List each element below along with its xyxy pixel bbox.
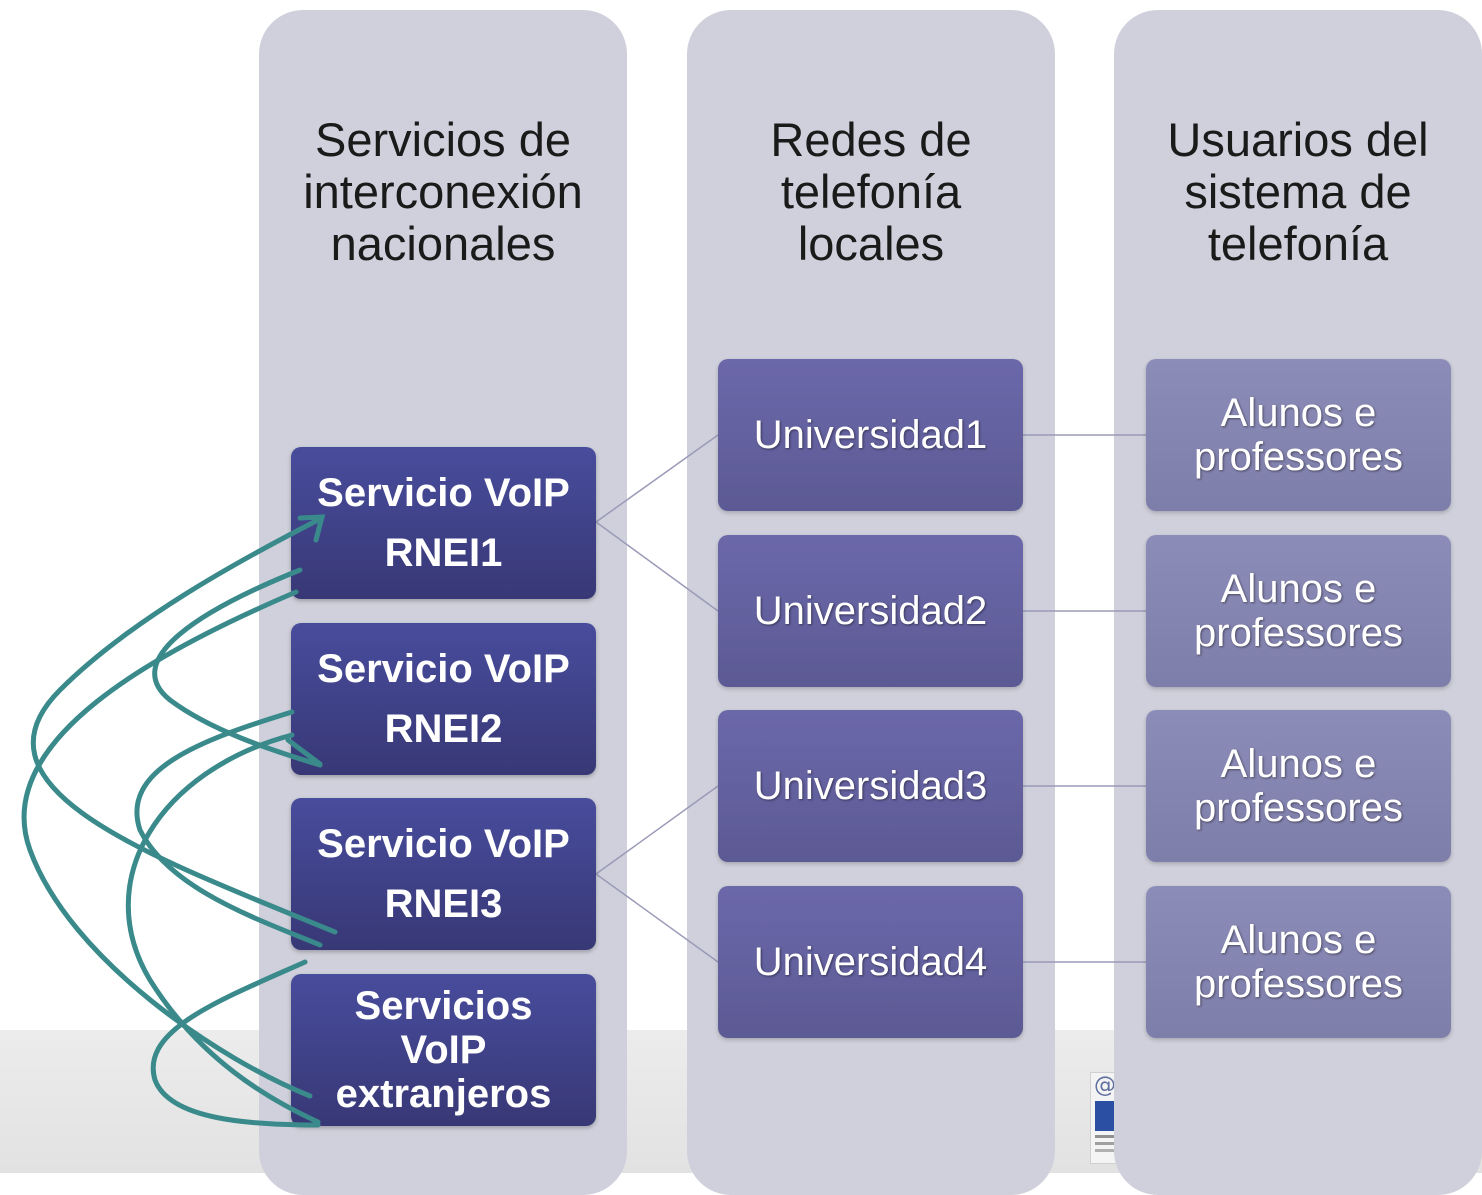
arrowhead-rnei1	[297, 514, 326, 543]
connector-rnei1-uni1	[595, 434, 719, 523]
network-box-universidad2: Universidad2	[718, 535, 1023, 687]
users-box-2: Alunos e professores	[1146, 535, 1451, 687]
connector-rnei1-uni2	[595, 521, 719, 612]
arrow-rnei3-to-rnei1	[30, 517, 338, 935]
logo-text-lines	[1095, 1135, 1121, 1138]
users-box-1: Alunos e professores	[1146, 359, 1451, 511]
arrow-foreign-loop	[150, 959, 321, 1128]
connector-rnei3-uni4	[595, 873, 719, 963]
column-title: Redes de telefonía locales	[770, 113, 972, 270]
arrow-rnei1-to-rnei2	[152, 567, 323, 768]
arrow-rnei1-to-foreign	[21, 589, 313, 1099]
arrow-foreign-to-rnei2	[125, 732, 321, 1125]
network-box-universidad4: Universidad4	[718, 886, 1023, 1038]
service-box-rnei3: Servicio VoIP RNEI3	[291, 798, 596, 950]
at-icon: @	[1094, 1073, 1116, 1098]
service-box-foreign: Servicios VoIP extranjeros	[291, 974, 596, 1126]
users-box-4: Alunos e professores	[1146, 886, 1451, 1038]
column-title: Servicios de interconexión nacionales	[303, 113, 583, 270]
arrow-rnei2-to-rnei3	[134, 709, 323, 948]
users-box-3: Alunos e professores	[1146, 710, 1451, 862]
service-box-rnei2: Servicio VoIP RNEI2	[291, 623, 596, 775]
arrowhead-rnei2	[285, 737, 323, 767]
network-box-universidad1: Universidad1	[718, 359, 1023, 511]
network-box-universidad3: Universidad3	[718, 710, 1023, 862]
service-box-rnei1: Servicio VoIP RNEI1	[291, 447, 596, 599]
connector-rnei3-uni3	[595, 785, 719, 875]
column-title: Usuarios del sistema de telefonía	[1167, 113, 1429, 270]
